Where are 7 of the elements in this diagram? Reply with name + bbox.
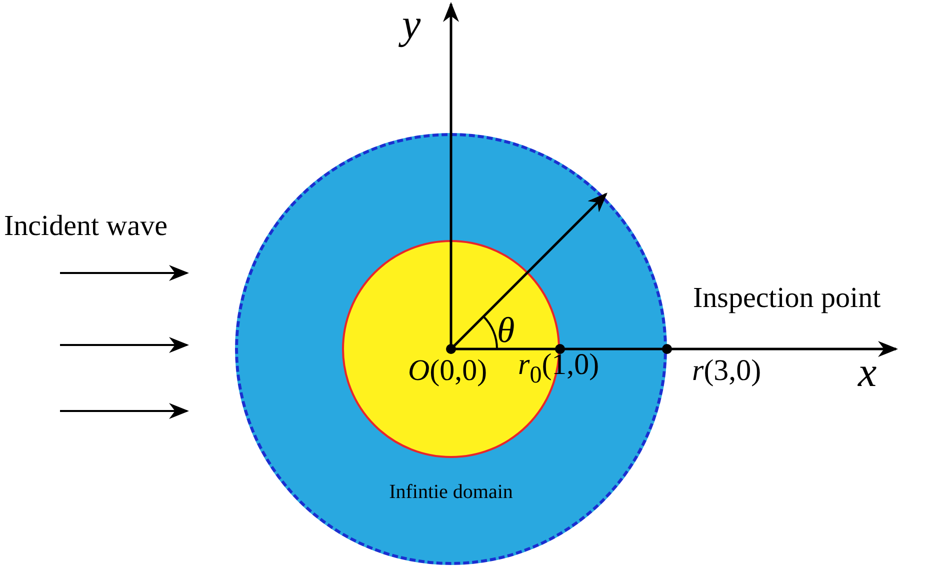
coordinate-label: O(0,0) bbox=[408, 356, 488, 386]
coordinate-label: r(3,0) bbox=[692, 356, 762, 386]
incident-wave-label: Incident wave bbox=[4, 212, 168, 241]
inspection-point-label: Inspection point bbox=[693, 284, 881, 313]
axis-label: x bbox=[858, 352, 877, 394]
domain-label: Infintie domain bbox=[388, 481, 514, 504]
angle-label: θ bbox=[497, 312, 515, 348]
